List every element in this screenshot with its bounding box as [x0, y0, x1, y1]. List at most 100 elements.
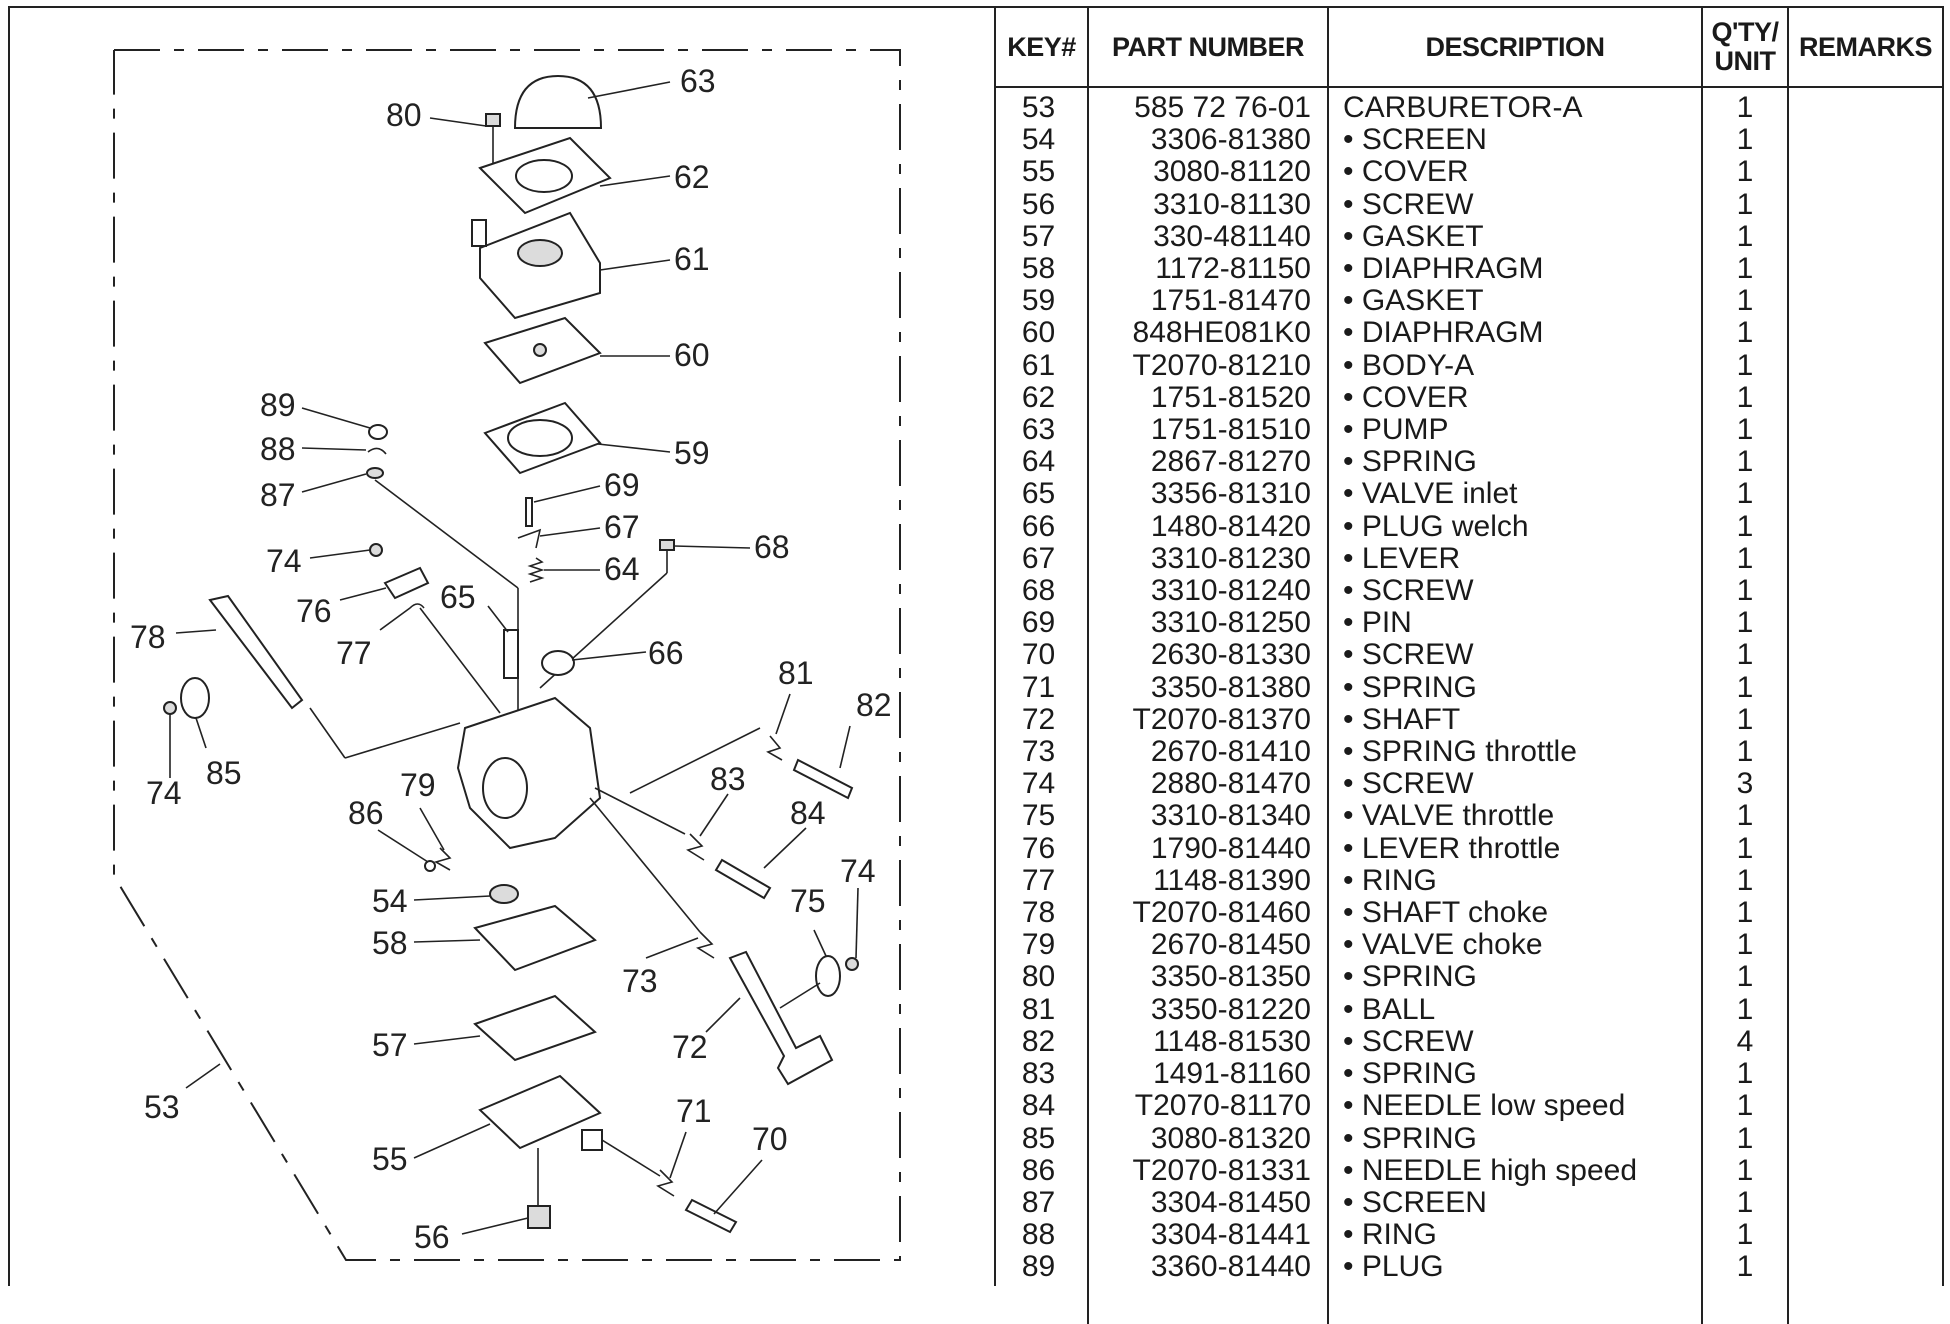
parts-list-page: 63 80 62 61 60 59 89 88 87 69 67 64 68 7… [8, 6, 1944, 1324]
table-cell-qty: 1 [1702, 1058, 1789, 1091]
table-cell-qty: 1 [1702, 607, 1789, 640]
table-cell-key: 58 [996, 253, 1089, 286]
table-cell-key: 60 [996, 317, 1089, 350]
table-cell-key: 85 [996, 1122, 1089, 1155]
table-cell-key: 76 [996, 832, 1089, 865]
table-cell-remarks [1788, 736, 1942, 768]
table-cell-part-number: 1148-81530 [1088, 1025, 1329, 1059]
table-cell-description: • SPRING [1328, 1122, 1703, 1155]
table-cell-remarks [1788, 87, 1942, 124]
table-cell-remarks [1788, 414, 1942, 446]
table-cell-remarks [1788, 1026, 1942, 1058]
table-cell-remarks [1788, 929, 1942, 961]
part-plug-89 [368, 424, 388, 440]
table-cell-part-number: 848HE081K0 [1088, 317, 1329, 350]
table-cell-part-number: 1790-81440 [1088, 832, 1329, 865]
table-cell-description: • LEVER [1328, 542, 1703, 576]
parts-list-table-panel: KEY# PART NUMBER DESCRIPTION Q'TY/ UNIT … [994, 6, 1944, 1324]
table-cell-part-number: 3350-81220 [1088, 993, 1329, 1026]
table-cell-description: • SCREW [1328, 768, 1703, 801]
table-cell-remarks [1788, 478, 1942, 510]
part-plug-welch-66 [541, 650, 575, 676]
part-screw-74a [369, 543, 383, 557]
table-cell-qty: 1 [1702, 253, 1789, 286]
table-cell-key: 64 [996, 446, 1089, 479]
table-cell-part-number: 3310-81130 [1088, 188, 1329, 221]
table-cell-part-number: T2070-81460 [1088, 897, 1329, 930]
table-cell-remarks [1788, 704, 1942, 736]
callout-55: 55 [372, 1141, 408, 1177]
part-pump [513, 74, 603, 129]
table-cell-qty: 3 [1702, 768, 1789, 801]
table-cell-description: • GASKET [1328, 220, 1703, 254]
table-cell-remarks [1788, 994, 1942, 1026]
part-ring-88 [367, 447, 387, 455]
callout-87: 87 [260, 477, 296, 513]
table-cell-remarks [1788, 865, 1942, 897]
callout-79: 85 [206, 755, 242, 791]
callout-62: 62 [674, 159, 710, 195]
callout-68: 68 [754, 529, 790, 565]
table-cell-remarks [1788, 221, 1942, 253]
part-spring-64 [527, 557, 545, 583]
table-cell-part-number: T2070-81331 [1088, 1154, 1329, 1187]
table-cell-qty: 1 [1702, 414, 1789, 447]
table-cell-part-number: 2880-81470 [1088, 768, 1329, 801]
part-lever-throttle-76 [383, 566, 430, 600]
table-cell-remarks [1788, 1219, 1942, 1251]
part-spring-80 [433, 847, 452, 871]
table-cell-qty: 1 [1702, 1090, 1789, 1123]
table-cell-part-number: 1480-81420 [1088, 510, 1329, 543]
table-cell-description: • SHAFT [1328, 703, 1703, 737]
table-cell-remarks [1788, 768, 1942, 800]
table-cell-key: 57 [996, 220, 1089, 254]
table-cell-part-number: 3310-81230 [1088, 542, 1329, 576]
table-cell-key: 82 [996, 1025, 1089, 1059]
part-screw-74c [845, 957, 859, 971]
callout-71: 71 [676, 1093, 712, 1129]
table-cell-qty: 1 [1702, 478, 1789, 511]
table-cell-remarks [1788, 1058, 1942, 1090]
table-cell-key: 72 [996, 703, 1089, 737]
callout-83: 81 [778, 655, 814, 691]
header-qty-line2: UNIT [1714, 46, 1777, 76]
table-cell-qty: 1 [1702, 1154, 1789, 1187]
part-pin-69 [525, 497, 533, 527]
table-cell-qty: 1 [1702, 510, 1789, 543]
parts-list-table: KEY# PART NUMBER DESCRIPTION Q'TY/ UNIT … [996, 8, 1942, 1324]
callout-74-right: 74 [840, 853, 876, 889]
table-cell-remarks [1788, 1251, 1942, 1283]
table-cell-remarks [1788, 607, 1942, 639]
table-cell-part-number: 3080-81120 [1088, 156, 1329, 189]
part-lever-67 [517, 528, 542, 549]
part-spring-83 [766, 735, 783, 761]
table-cell-part-number: 3310-81240 [1088, 575, 1329, 608]
table-cell-description: • DIAPHRAGM [1328, 253, 1703, 286]
part-shaft-72 [728, 950, 834, 1086]
table-cell-qty: 1 [1702, 671, 1789, 704]
part-cover-55 [478, 1074, 602, 1150]
table-cell-part-number: 1751-81510 [1088, 414, 1329, 447]
table-cell-remarks [1788, 156, 1942, 188]
table-cell-part-number: 2670-81410 [1088, 736, 1329, 769]
table-cell-part-number: 2670-81450 [1088, 929, 1329, 962]
table-filler-cell [1328, 1283, 1703, 1324]
table-cell-key: 54 [996, 124, 1089, 157]
table-cell-remarks [1788, 800, 1942, 832]
table-cell-remarks [1788, 1090, 1942, 1122]
table-cell-remarks [1788, 543, 1942, 575]
